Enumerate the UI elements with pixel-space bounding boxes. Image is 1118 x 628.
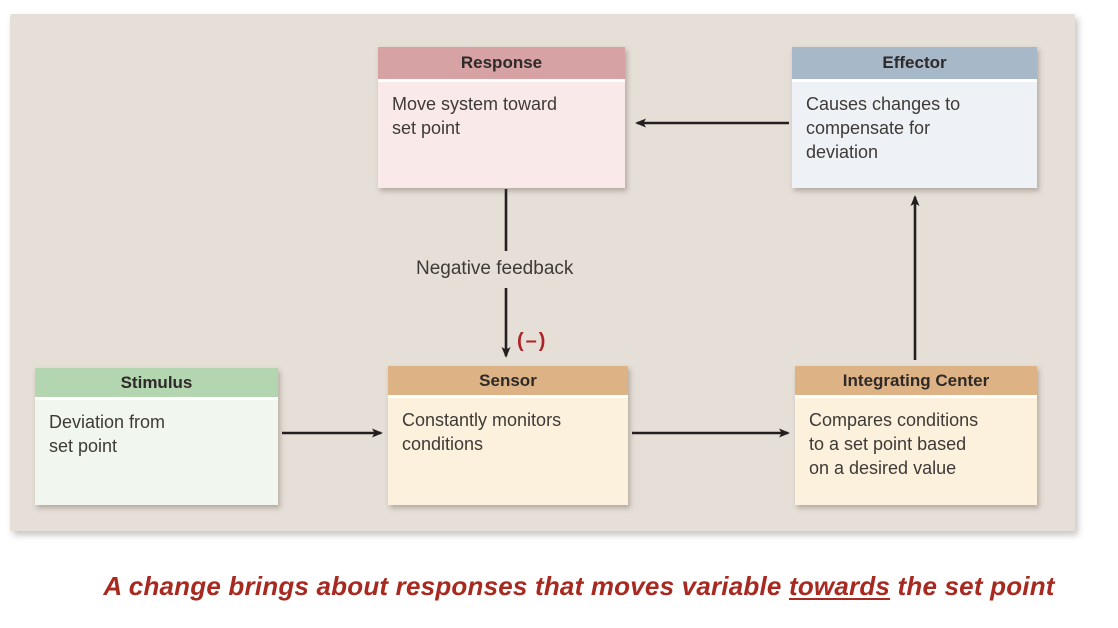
caption-text-after: the set point bbox=[890, 571, 1055, 601]
figure-caption: A change brings about responses that mov… bbox=[40, 571, 1118, 602]
integrating-center-box: Integrating Center Compares conditions t… bbox=[795, 366, 1037, 505]
response-box-text: Move system toward set point bbox=[378, 82, 625, 188]
negative-sign-annotation: (–) bbox=[517, 330, 548, 352]
caption-text-before: A change brings about responses that mov… bbox=[103, 571, 789, 601]
effector-box-title: Effector bbox=[792, 47, 1037, 82]
sensor-box-title: Sensor bbox=[388, 366, 628, 398]
sensor-box-text: Constantly monitors conditions bbox=[388, 398, 628, 505]
sensor-box: Sensor Constantly monitors conditions bbox=[388, 366, 628, 505]
stimulus-box: Stimulus Deviation from set point bbox=[35, 368, 278, 505]
stimulus-box-text: Deviation from set point bbox=[35, 400, 278, 505]
caption-underlined-word: towards bbox=[788, 571, 891, 601]
effector-box-text: Causes changes to compensate for deviati… bbox=[792, 82, 1037, 188]
integrating-center-box-text: Compares conditions to a set point based… bbox=[795, 398, 1037, 505]
response-box: Response Move system toward set point bbox=[378, 47, 625, 188]
integrating-center-box-title: Integrating Center bbox=[795, 366, 1037, 398]
response-box-title: Response bbox=[378, 47, 625, 82]
stimulus-box-title: Stimulus bbox=[35, 368, 278, 400]
negative-feedback-label: Negative feedback bbox=[416, 258, 574, 279]
effector-box: Effector Causes changes to compensate fo… bbox=[792, 47, 1037, 188]
